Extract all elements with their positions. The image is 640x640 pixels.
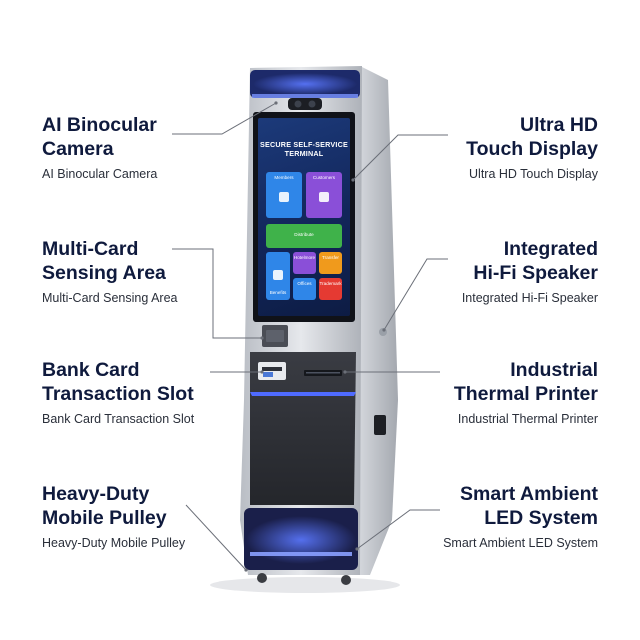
callout-ai-binocular-camera: AI Binocular Camera AI Binocular Camera <box>42 114 158 181</box>
touch-display-screen[interactable]: SECURE SELF-SERVICE TERMINAL Members Cus… <box>258 118 350 316</box>
kiosk-side-panel <box>355 66 398 575</box>
callout-thermal-printer: Industrial Thermal Printer Industrial Th… <box>453 359 598 426</box>
tile-benefits[interactable]: Benefits <box>266 252 290 300</box>
tile-distribute[interactable]: Distribute <box>266 224 342 248</box>
benefits-icon <box>273 270 283 280</box>
tile-transfer[interactable]: Transfer <box>319 252 342 274</box>
tile-members[interactable]: Members <box>266 172 302 218</box>
camera-lens-right <box>308 100 316 108</box>
blue-accent-line <box>250 392 356 396</box>
tile-hotelmore[interactable]: Hotelmore <box>293 252 316 274</box>
callout-ambient-led: Smart Ambient LED System Smart Ambient L… <box>443 483 598 550</box>
tile-customers[interactable]: Customers <box>306 172 342 218</box>
binocular-camera <box>288 98 322 110</box>
camera-lens-left <box>294 100 302 108</box>
lower-dark-panel <box>250 352 356 505</box>
tile-offices[interactable]: Offices <box>293 278 316 300</box>
pulley-wheel-right <box>341 575 351 585</box>
floor-shadow <box>210 577 400 593</box>
customers-icon <box>319 192 329 202</box>
callout-heavy-duty-pulley: Heavy-Duty Mobile Pulley Heavy-Duty Mobi… <box>42 483 186 550</box>
pulley-wheel-left <box>257 573 267 583</box>
callout-hifi-speaker: Integrated Hi-Fi Speaker Integrated Hi-F… <box>461 238 598 305</box>
members-icon <box>279 192 289 202</box>
callout-multi-card-sensing: Multi-Card Sensing Area Multi-Card Sensi… <box>42 238 178 305</box>
screen-heading: SECURE SELF-SERVICE TERMINAL <box>260 140 348 158</box>
tile-trademark[interactable]: Trademark <box>319 278 342 300</box>
callout-ultra-hd-display: Ultra HD Touch Display Ultra HD Touch Di… <box>466 114 598 181</box>
speaker-grille <box>379 328 387 336</box>
callout-bank-card-slot: Bank Card Transaction Slot Bank Card Tra… <box>42 359 195 426</box>
side-handle <box>374 415 386 435</box>
